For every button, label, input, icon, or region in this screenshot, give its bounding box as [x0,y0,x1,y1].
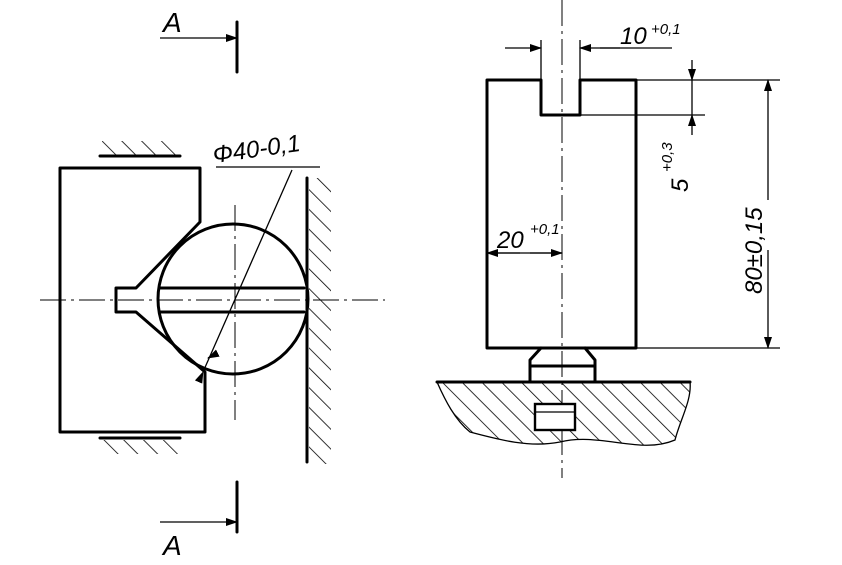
section-marker-bottom: A [160,480,239,561]
diameter-dimension: Φ40-0,1 [194,130,320,384]
slot-width-tol: +0,1 [651,21,681,38]
section-marker-top: A [160,7,239,74]
support-hatch-bottom [98,436,182,454]
right-view: 10 +0,1 5 +0,3 80±0,15 20 +0,1 [435,0,780,478]
section-label-bottom: A [161,530,182,561]
round-workpiece [156,222,310,376]
left-view: A A [40,7,385,561]
offset-label: 20 [496,227,524,254]
section-label-top: A [161,7,182,38]
v-block-outline [58,166,207,434]
offset-tol: +0,1 [530,221,560,238]
slot-width-label: 10 [620,23,647,50]
stop-wall [305,176,331,464]
slot-width-dimension: 10 +0,1 [505,21,681,52]
slot-depth-dimension: 5 +0,3 [580,60,780,192]
slot-depth-tol: +0,3 [659,142,676,172]
pin-slot [158,286,306,314]
height-label: 80±0,15 [741,207,768,294]
diameter-label: Φ40-0,1 [211,130,302,169]
height-dimension: 80±0,15 [636,79,780,349]
offset-dimension: 20 +0,1 [486,221,563,257]
slot-extension-lines [540,40,581,80]
support-hatch-top [98,141,182,158]
base-section [435,380,692,446]
slot-depth-label: 5 [667,178,694,192]
